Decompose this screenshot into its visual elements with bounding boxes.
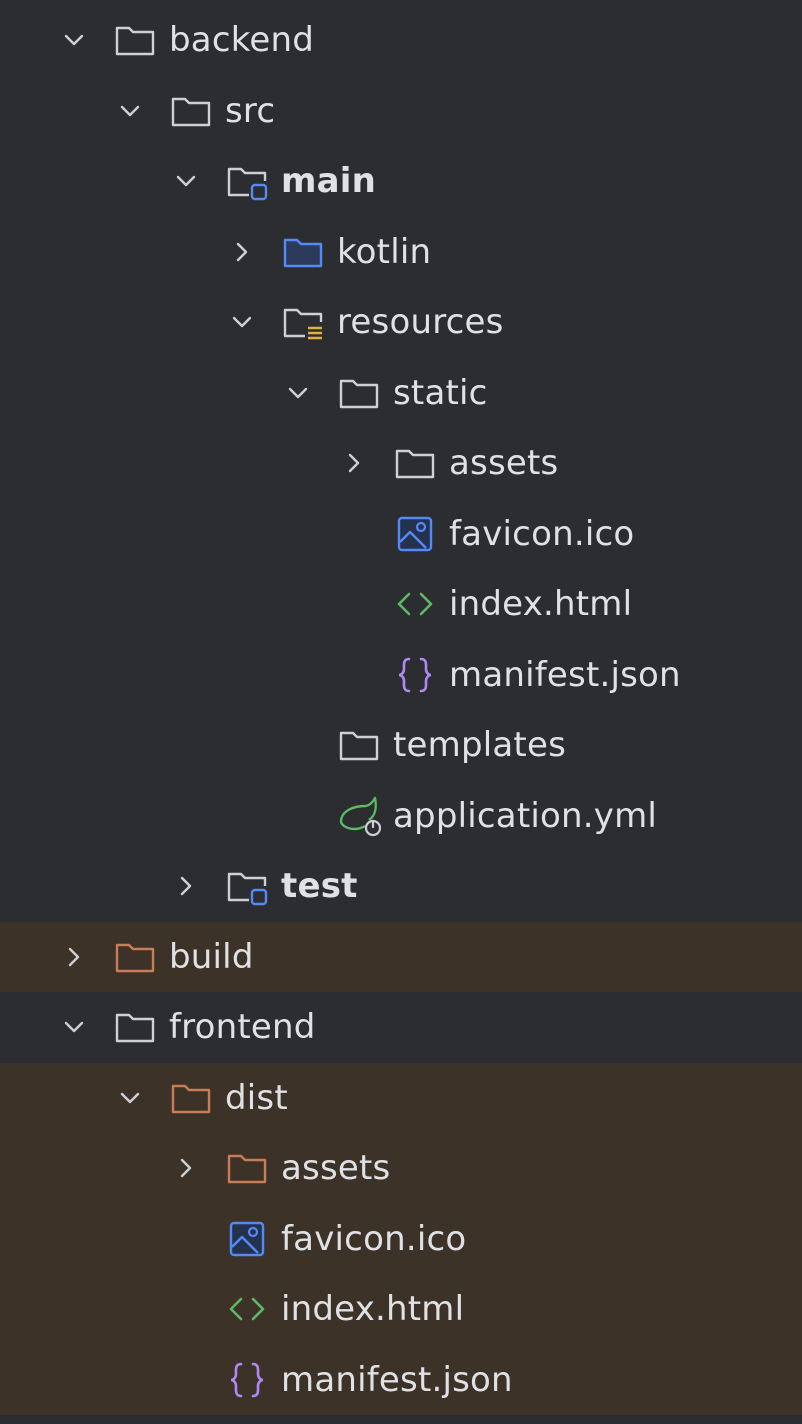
tree-item-label: favicon.ico xyxy=(281,1218,467,1259)
tree-item-templates[interactable]: templates xyxy=(0,710,802,781)
tree-item-label: index.html xyxy=(281,1289,465,1330)
project-tree: backend src main kotlin xyxy=(0,5,802,1415)
tree-item-label: manifest.json xyxy=(449,654,681,695)
tree-item-label: favicon.ico xyxy=(449,513,635,554)
tree-item-src[interactable]: src xyxy=(0,76,802,147)
html-file-icon xyxy=(225,1287,269,1331)
tree-item-label: assets xyxy=(449,443,559,484)
tree-item-build[interactable]: build xyxy=(0,921,802,992)
tree-item-label: main xyxy=(281,161,377,202)
folder-icon xyxy=(113,1005,157,1049)
tree-item-label: index.html xyxy=(449,584,633,625)
excluded-folder-icon xyxy=(169,1076,213,1120)
tree-item-dist-favicon[interactable]: favicon.ico xyxy=(0,1203,802,1274)
tree-item-label: resources xyxy=(337,302,504,343)
tree-item-label: build xyxy=(169,936,254,977)
tree-item-label: src xyxy=(225,90,276,131)
folder-icon xyxy=(337,723,381,767)
tree-item-kotlin[interactable]: kotlin xyxy=(0,217,802,288)
image-file-icon xyxy=(393,512,437,556)
tree-item-dist-index-html[interactable]: index.html xyxy=(0,1274,802,1345)
json-file-icon xyxy=(225,1358,269,1402)
tree-item-resources[interactable]: resources xyxy=(0,287,802,358)
chevron-down-icon[interactable] xyxy=(61,27,87,53)
tree-item-label: assets xyxy=(281,1148,391,1189)
folder-icon xyxy=(113,18,157,62)
chevron-down-icon[interactable] xyxy=(117,1085,143,1111)
chevron-right-icon[interactable] xyxy=(229,239,255,265)
tree-item-label: frontend xyxy=(169,1007,316,1048)
tree-item-dist-assets[interactable]: assets xyxy=(0,1133,802,1204)
chevron-right-icon[interactable] xyxy=(341,450,367,476)
tree-item-dist-manifest-json[interactable]: manifest.json xyxy=(0,1344,802,1415)
chevron-down-icon[interactable] xyxy=(285,380,311,406)
chevron-right-icon[interactable] xyxy=(173,1155,199,1181)
source-folder-icon xyxy=(281,230,325,274)
tree-item-label: dist xyxy=(225,1077,288,1118)
tree-item-test[interactable]: test xyxy=(0,851,802,922)
excluded-folder-icon xyxy=(225,1146,269,1190)
tree-item-frontend[interactable]: frontend xyxy=(0,992,802,1063)
chevron-down-icon[interactable] xyxy=(173,168,199,194)
source-root-folder-icon xyxy=(225,864,269,908)
chevron-down-icon[interactable] xyxy=(229,309,255,335)
tree-item-label: static xyxy=(393,372,488,413)
folder-icon xyxy=(393,441,437,485)
tree-item-dist[interactable]: dist xyxy=(0,1062,802,1133)
tree-item-assets[interactable]: assets xyxy=(0,428,802,499)
tree-item-index-html[interactable]: index.html xyxy=(0,569,802,640)
tree-item-label: backend xyxy=(169,20,315,61)
tree-item-favicon[interactable]: favicon.ico xyxy=(0,499,802,570)
tree-item-backend[interactable]: backend xyxy=(0,5,802,76)
chevron-down-icon[interactable] xyxy=(61,1014,87,1040)
tree-item-label: templates xyxy=(393,725,566,766)
image-file-icon xyxy=(225,1217,269,1261)
tree-item-application-yml[interactable]: application.yml xyxy=(0,781,802,852)
excluded-folder-icon xyxy=(113,935,157,979)
tree-item-main[interactable]: main xyxy=(0,146,802,217)
tree-item-label: manifest.json xyxy=(281,1359,513,1400)
folder-icon xyxy=(169,89,213,133)
tree-item-label: kotlin xyxy=(337,231,432,272)
tree-item-static[interactable]: static xyxy=(0,358,802,429)
chevron-down-icon[interactable] xyxy=(117,98,143,124)
chevron-right-icon[interactable] xyxy=(173,873,199,899)
folder-icon xyxy=(337,371,381,415)
tree-item-manifest-json[interactable]: manifest.json xyxy=(0,640,802,711)
tree-item-label: application.yml xyxy=(393,795,658,836)
source-root-folder-icon xyxy=(225,159,269,203)
resources-folder-icon xyxy=(281,300,325,344)
chevron-right-icon[interactable] xyxy=(61,944,87,970)
html-file-icon xyxy=(393,582,437,626)
spring-config-icon xyxy=(337,794,381,838)
json-file-icon xyxy=(393,653,437,697)
tree-item-label: test xyxy=(281,866,358,907)
